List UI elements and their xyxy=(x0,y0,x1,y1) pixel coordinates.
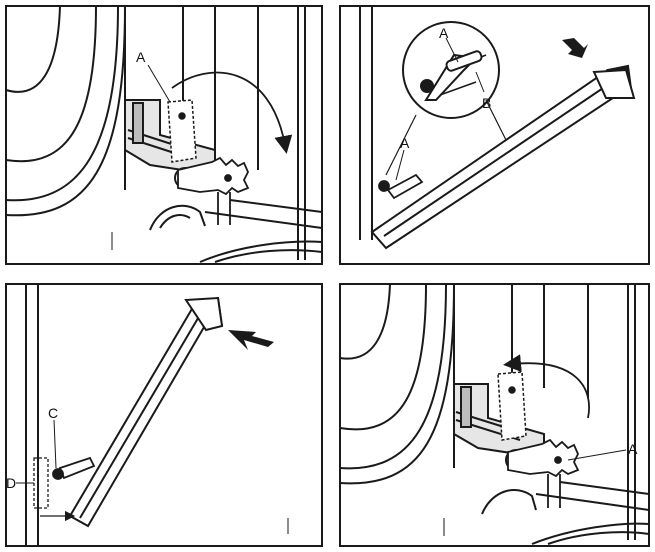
rotate-down-arrow-icon xyxy=(171,71,293,154)
label-lever: A xyxy=(400,135,410,151)
magnified-detail xyxy=(385,21,507,176)
hinge-arm xyxy=(177,156,250,225)
door-bottom xyxy=(111,199,323,263)
rotate-up-arrow-icon xyxy=(503,354,590,419)
hinge-closed-illustration xyxy=(5,5,323,265)
oven-cavity-outline xyxy=(5,5,306,260)
lever-raised-illustration xyxy=(339,5,650,265)
panel-step-3: C D xyxy=(0,278,328,552)
leader-line xyxy=(147,64,171,103)
hinge-arm xyxy=(507,438,580,508)
leader-line xyxy=(567,449,627,461)
hinge-lever xyxy=(378,173,424,200)
panel-frame xyxy=(5,5,323,265)
oven-side-wall xyxy=(25,284,39,546)
oven-door xyxy=(370,64,636,250)
panel-frame xyxy=(339,283,650,547)
lift-direction-arrow-icon xyxy=(562,38,588,58)
leader-line-b xyxy=(475,71,485,93)
panel-frame xyxy=(5,283,323,547)
hinge-pin-assembly xyxy=(52,456,96,480)
leader-line-c xyxy=(53,419,57,469)
panel-step-4: A xyxy=(336,278,655,552)
lift-direction-arrow-icon xyxy=(228,330,274,350)
panel-frame xyxy=(339,5,650,265)
oven-side-wall xyxy=(359,6,373,240)
hinge-bracket xyxy=(453,383,545,460)
oven-cavity-outline xyxy=(339,283,636,540)
leader-line-a xyxy=(445,37,459,63)
panel-step-2: A B A xyxy=(336,0,655,270)
label-hinge-lever: A xyxy=(628,441,638,457)
hinge-lever xyxy=(167,99,197,163)
label-hinge-pin: C xyxy=(48,405,59,421)
label-slot-detail: B xyxy=(482,95,492,111)
oven-door xyxy=(68,296,224,528)
door-removal-illustration xyxy=(5,283,323,547)
label-hinge-slot: D xyxy=(6,475,17,491)
hinge-slot xyxy=(33,457,49,509)
hinge-relock-illustration xyxy=(339,283,650,547)
door-bottom xyxy=(443,481,650,545)
label-lever-detail: A xyxy=(439,25,449,41)
hinge-lever xyxy=(497,371,527,441)
leader-line-a2 xyxy=(395,149,405,181)
label-hinge-lever: A xyxy=(136,49,146,65)
panel-step-1: A xyxy=(0,0,328,270)
